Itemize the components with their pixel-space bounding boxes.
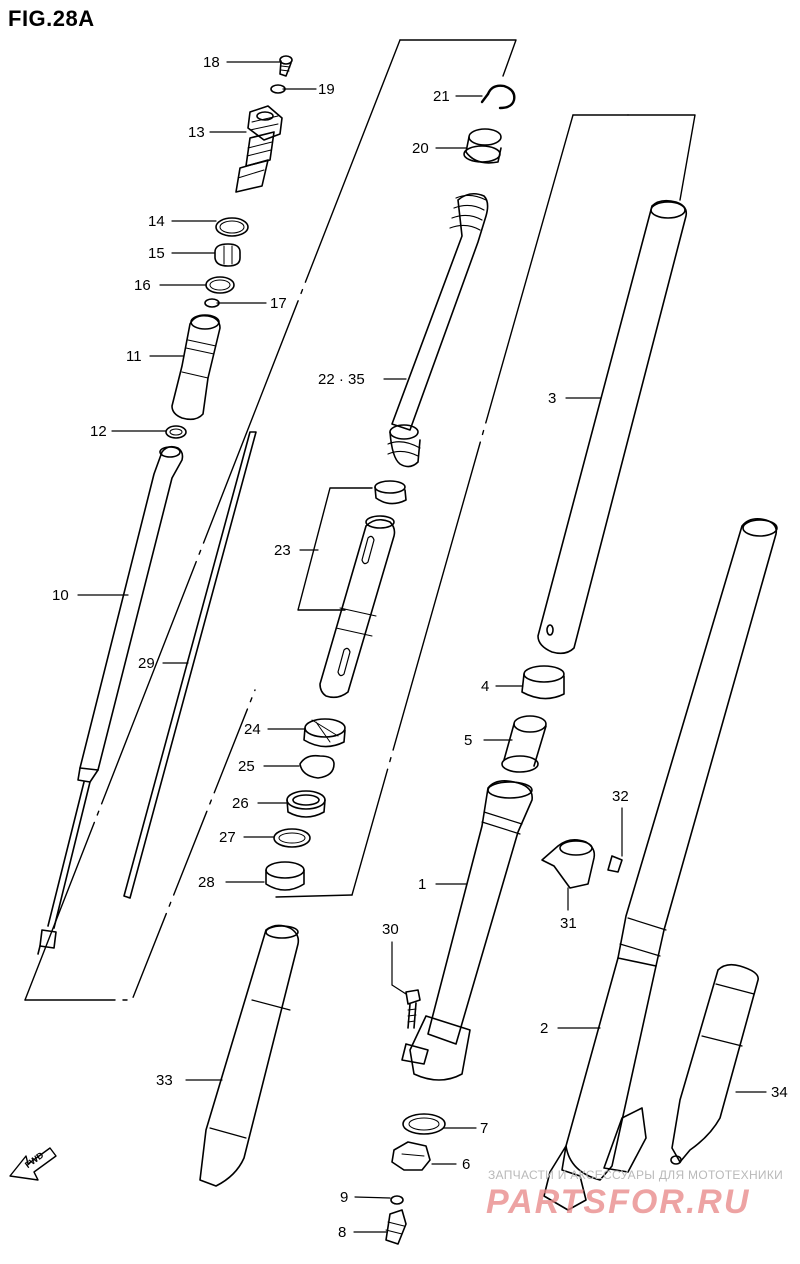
part-12-o-ring (165, 425, 187, 439)
part-2-lower-leg (543, 518, 778, 1211)
callout-8: 8 (338, 1224, 347, 1241)
callout-27: 27 (219, 829, 236, 846)
part-6-bolt (391, 1141, 431, 1171)
assembly-boundary-middle (275, 114, 696, 898)
leader-lines (77, 61, 767, 1233)
callout-14: 14 (148, 213, 165, 230)
part-28-bushing (265, 861, 305, 891)
part-30-bolt (405, 989, 421, 1029)
part-22-35-spring-cartridge (387, 192, 489, 468)
part-27-ring (273, 828, 311, 848)
callout-4: 4 (481, 678, 490, 695)
callout-22-35: 22 · 35 (318, 371, 365, 388)
part-26-oil-seal (286, 790, 326, 818)
callout-31: 31 (560, 915, 577, 932)
part-14-o-ring (215, 217, 249, 237)
part-21-clip (480, 84, 516, 110)
callout-16: 16 (134, 277, 151, 294)
part-4-guide-bushing (521, 665, 565, 700)
callout-21: 21 (433, 88, 450, 105)
part-8-bolt (385, 1209, 407, 1245)
callout-29: 29 (138, 655, 155, 672)
callout-26: 26 (232, 795, 249, 812)
callout-9: 9 (340, 1189, 349, 1206)
callout-6: 6 (462, 1156, 471, 1173)
part-11-fork-cap (171, 314, 221, 421)
callout-13: 13 (188, 124, 205, 141)
callout-5: 5 (464, 732, 473, 749)
callout-28: 28 (198, 874, 215, 891)
part-15-retainer (214, 243, 241, 267)
callout-33: 33 (156, 1072, 173, 1089)
part-18-screw (279, 55, 293, 77)
callout-1: 1 (418, 876, 427, 893)
callout-30: 30 (382, 921, 399, 938)
part-32-screw (607, 855, 623, 873)
callout-23: 23 (274, 542, 291, 559)
part-23-top-bushing (374, 480, 407, 505)
fwd-arrow-icon (9, 1147, 57, 1181)
callout-17: 17 (270, 295, 287, 312)
part-10-damper-rod (37, 445, 184, 955)
part-34-fork-guard (670, 963, 759, 1165)
callout-34: 34 (771, 1084, 788, 1101)
assembly-boundary-left (24, 39, 517, 1001)
part-3-outer-tube (537, 199, 688, 655)
part-25-seal (299, 754, 335, 779)
callout-15: 15 (148, 245, 165, 262)
part-7-gasket (402, 1113, 446, 1135)
callout-18: 18 (203, 54, 220, 71)
callout-19: 19 (318, 81, 335, 98)
figure-title: FIG.28A (8, 6, 95, 31)
part-5-slide-bushing (501, 715, 547, 773)
part-16-o-ring (205, 276, 235, 294)
part-1-inner-tube (401, 780, 533, 1081)
callout-32: 32 (612, 788, 629, 805)
part-29-rod (123, 431, 257, 899)
callout-3: 3 (548, 390, 557, 407)
callout-10: 10 (52, 587, 69, 604)
watermark-brand: PARTSFOR.RU (486, 1183, 751, 1221)
part-33-fork-guard (199, 924, 300, 1187)
callout-25: 25 (238, 758, 255, 775)
part-24-nut (303, 718, 346, 748)
part-23-cylinder (319, 515, 396, 699)
part-20-spring-seat (463, 128, 502, 164)
callout-7: 7 (480, 1120, 489, 1137)
bracket-23 (297, 487, 373, 611)
callout-12: 12 (90, 423, 107, 440)
callout-20: 20 (412, 140, 429, 157)
callout-2: 2 (540, 1020, 549, 1037)
part-9-washer (390, 1195, 404, 1205)
callout-24: 24 (244, 721, 261, 738)
part-13-damper-adjuster (235, 105, 283, 193)
watermark-subtitle: ЗАПЧАСТИ И АКСЕССУАРЫ ДЛЯ МОТОТЕХНИКИ (488, 1168, 784, 1182)
part-31-clamp (541, 838, 596, 889)
callout-11: 11 (126, 348, 142, 365)
